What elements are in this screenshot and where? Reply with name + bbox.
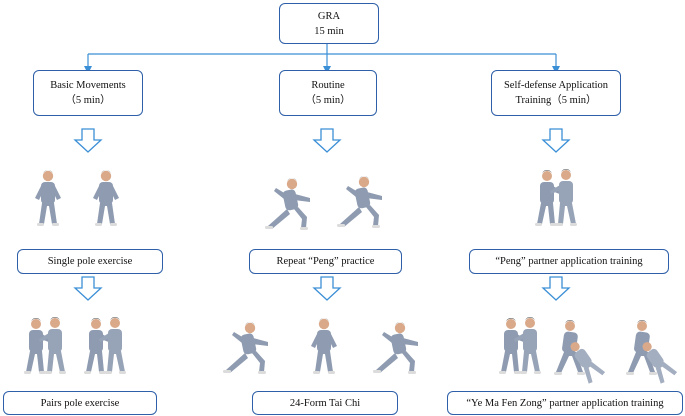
- figure-ye-ma-fen-zong: [499, 317, 678, 385]
- block-arrow-icon: [541, 276, 571, 301]
- step2-box-routine: 24-Form Tai Chi: [252, 391, 398, 415]
- step-label: Single pole exercise: [47, 256, 133, 267]
- step2-box-self-defense: “Ye Ma Fen Zong” partner application tra…: [447, 391, 683, 415]
- header-duration: Training（5 min）: [515, 95, 597, 106]
- figure-single-pole: [35, 170, 119, 226]
- header-box-basic-movements: Basic Movements （5 min）: [33, 70, 143, 116]
- header-label: Basic Movements: [50, 80, 126, 91]
- step1-box-self-defense: “Peng” partner application training: [469, 249, 669, 274]
- figure-pairs-pole: [24, 317, 126, 374]
- block-arrow-icon: [73, 128, 103, 153]
- step-label: 24-Form Tai Chi: [289, 397, 361, 409]
- step1-box-routine: Repeat “Peng” practice: [249, 249, 402, 274]
- header-box-routine: Routine （5 min）: [279, 70, 377, 116]
- figure-peng-practice: [265, 176, 382, 230]
- top-box-title: GRA: [317, 10, 341, 22]
- step2-box-basic: Pairs pole exercise: [3, 391, 157, 415]
- header-box-self-defense: Self-defense Application Training（5 min）: [491, 70, 621, 116]
- header-label: Routine: [311, 80, 345, 91]
- step-label: Pairs pole exercise: [40, 397, 120, 409]
- header-duration: （5 min）: [305, 95, 351, 106]
- figure-24-form: [223, 318, 418, 374]
- step1-box-basic: Single pole exercise: [17, 249, 163, 274]
- step-label: “Peng” partner application training: [495, 256, 643, 267]
- block-arrow-icon: [73, 276, 103, 301]
- step-label: “Ye Ma Fen Zong” partner application tra…: [466, 397, 664, 409]
- top-box-duration: 15 min: [314, 25, 344, 37]
- block-arrow-icon: [541, 128, 571, 153]
- top-box: GRA 15 min: [279, 3, 379, 44]
- figure-peng-partner: [535, 169, 577, 226]
- block-arrow-icon: [312, 128, 342, 153]
- step-label: Repeat “Peng” practice: [276, 256, 375, 267]
- header-label: Self-defense Application: [503, 80, 609, 91]
- header-duration: （5 min）: [65, 95, 111, 106]
- block-arrow-icon: [312, 276, 342, 301]
